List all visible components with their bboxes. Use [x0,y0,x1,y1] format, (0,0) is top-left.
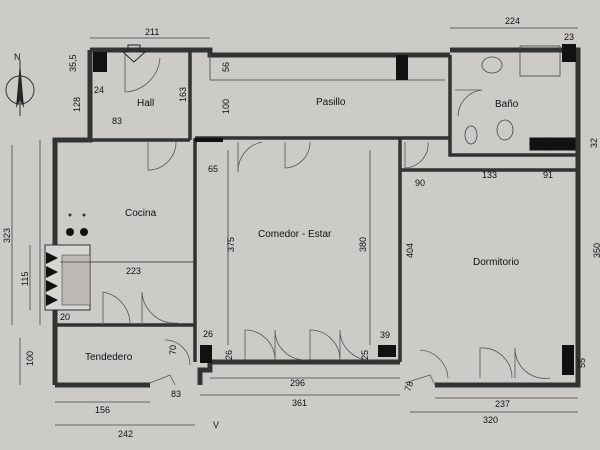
mark-v: V [213,420,219,430]
room-dormitorio: Dormitorio [473,257,520,268]
room-comedor-estar: Comedor - Estar [258,229,332,240]
dim-65: 65 [208,164,218,174]
dim-56: 56 [221,62,231,72]
dim-32: 32 [589,138,599,148]
dim-20: 20 [60,312,70,322]
columns [93,44,576,375]
dim-39: 39 [380,330,390,340]
dim-163: 163 [178,87,188,102]
dim-320: 320 [483,415,498,425]
dim-24: 24 [94,85,104,95]
dim-211: 211 [145,27,159,37]
dim-296: 296 [290,378,305,388]
dim-223: 223 [126,266,141,276]
dim-26-b: 26 [224,350,234,360]
dim-224: 224 [505,16,520,26]
dim-70: 70 [168,345,178,355]
dim-242: 242 [118,429,133,439]
room-pasillo: Pasillo [316,97,346,108]
dim-350: 350 [592,243,600,258]
dim-115: 115 [20,272,30,286]
dim-156: 156 [95,405,110,415]
dim-35-5: 35,5 [68,54,78,72]
room-bano: Baño [495,99,519,110]
north-letter: N [14,52,21,62]
entrance-arrow-icon [121,44,147,63]
kitchen-counter [44,213,91,311]
room-hall: Hall [137,98,154,109]
dim-78: 78 [402,380,415,393]
north-arrow-icon [5,60,35,116]
dim-83-bot: 83 [171,389,181,399]
dim-83-top: 83 [112,116,122,126]
dim-133: 133 [482,170,497,180]
dim-26-a: 26 [203,329,213,339]
dim-323: 323 [2,228,12,243]
dim-100-tend: 100 [25,351,35,366]
dimension-lines [11,27,578,426]
room-tendedero: Tendedero [85,352,133,363]
dim-91: 91 [543,170,553,180]
dim-25: 25 [360,350,370,360]
dim-90: 90 [415,178,425,188]
doors [102,55,551,386]
dim-237: 237 [495,399,510,409]
room-cocina: Cocina [125,208,157,219]
dim-55: 55 [577,358,587,368]
dim-100-hall: 100 [221,99,231,114]
dim-375: 375 [226,237,236,252]
dim-23: 23 [564,32,574,42]
bathroom-fixtures [464,45,561,145]
dim-404: 404 [405,243,415,258]
dim-128: 128 [72,97,82,112]
dim-380: 380 [358,237,368,252]
dim-361: 361 [292,398,307,408]
